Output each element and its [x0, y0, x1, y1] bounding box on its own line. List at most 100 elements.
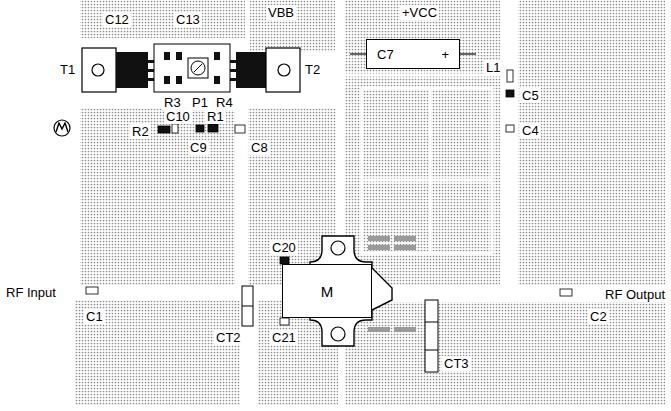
lead: [230, 78, 236, 81]
part-label: T1: [58, 62, 77, 77]
mount-hole: [331, 241, 345, 255]
trimmer-line: [425, 322, 438, 323]
part-label: P1: [190, 95, 210, 110]
lead: [460, 53, 476, 54]
resistor-r1: [208, 124, 218, 132]
trace-gap: [362, 179, 492, 182]
part-label: C12: [103, 12, 131, 27]
part-label: CT2: [214, 330, 243, 345]
pad: [214, 76, 220, 84]
smd-parts: [86, 70, 572, 325]
trimpot-dial: [191, 61, 205, 75]
ground-plane: [345, 0, 500, 285]
capacitor-c4: [506, 125, 514, 132]
pad: [214, 52, 220, 60]
pad: [164, 76, 170, 84]
part-label: C21: [270, 330, 298, 345]
ground-plane: [80, 0, 245, 38]
trimmer-line: [425, 350, 438, 351]
part-label: C9: [188, 140, 209, 155]
lead: [230, 60, 236, 63]
lead: [148, 78, 154, 81]
component-label: M: [321, 284, 334, 299]
capacitor-c2: [560, 289, 572, 296]
part-label: CT3: [442, 356, 471, 371]
part-label: +VCC: [400, 5, 439, 20]
bias-board: [154, 44, 230, 92]
part-label: R4: [214, 95, 235, 110]
sub-board: [154, 44, 230, 92]
pad: [394, 245, 416, 250]
capacitor-box: C7 +: [366, 39, 460, 69]
part-label: RF Output: [603, 287, 667, 302]
part-label: C4: [520, 123, 541, 138]
part-label: C1: [84, 309, 105, 324]
pad: [176, 52, 182, 60]
trace-outline: [362, 88, 492, 253]
capacitor-c9: [196, 125, 204, 132]
ground-plane: [345, 302, 665, 405]
lead: [230, 69, 236, 72]
capacitor-c21: [280, 318, 289, 325]
part-label: T2: [303, 62, 322, 77]
part-label: R1: [205, 109, 226, 124]
to220-tab: [266, 48, 300, 92]
lead: [148, 60, 154, 63]
transistor-body: M: [282, 264, 372, 318]
logo-ring: [54, 120, 70, 136]
ground-plane: [80, 108, 235, 285]
trace-gap: [429, 88, 432, 253]
part-label: C5: [520, 88, 541, 103]
pad: [164, 52, 170, 60]
part-label: R2: [130, 124, 151, 139]
to220-tab: [82, 48, 116, 92]
trimmer-ct3: [425, 300, 438, 372]
part-label: C10: [164, 109, 192, 124]
trimpot-slot: [194, 64, 202, 72]
trimpot-body: [188, 58, 208, 78]
pad: [368, 236, 390, 241]
component-label: +: [441, 48, 449, 61]
ground-plane: [250, 0, 335, 52]
lead: [350, 53, 366, 54]
inductor-l1: [507, 70, 513, 82]
trimmer-line: [242, 306, 253, 307]
part-label: C20: [270, 240, 298, 255]
capacitor-c10: [172, 124, 178, 133]
pad: [368, 327, 390, 332]
part-label: R3: [162, 95, 183, 110]
resistor-r2: [158, 126, 170, 133]
mount-hole: [278, 64, 290, 76]
part-label: C2: [588, 309, 609, 324]
capacitor-c5: [506, 90, 514, 97]
lead: [148, 69, 154, 72]
trace-gap: [345, 74, 500, 77]
motorola-logo: [54, 120, 70, 136]
part-label: L1: [484, 60, 502, 75]
capacitor-c1: [86, 287, 98, 294]
part-label: VBB: [266, 5, 296, 20]
pad: [394, 236, 416, 241]
ground-plane: [518, 0, 665, 285]
ground-plane: [75, 300, 240, 405]
mount-hole: [92, 64, 104, 76]
pad: [368, 245, 390, 250]
to220-body: [236, 52, 266, 88]
pad: [176, 76, 182, 84]
mount-hole: [331, 327, 345, 341]
transistor-t2: [230, 48, 300, 92]
trimmer-ct2: [242, 286, 253, 326]
pad: [394, 327, 416, 332]
trace-gaps: [345, 75, 500, 253]
part-label: C13: [174, 12, 202, 27]
capacitor-c8: [235, 125, 245, 133]
capacitor-c20: [280, 257, 289, 264]
part-label: C8: [249, 140, 270, 155]
transistor-t1: [82, 48, 154, 92]
logo-mark: [56, 123, 68, 132]
to220-body: [116, 52, 148, 88]
component-label: C7: [377, 48, 394, 61]
